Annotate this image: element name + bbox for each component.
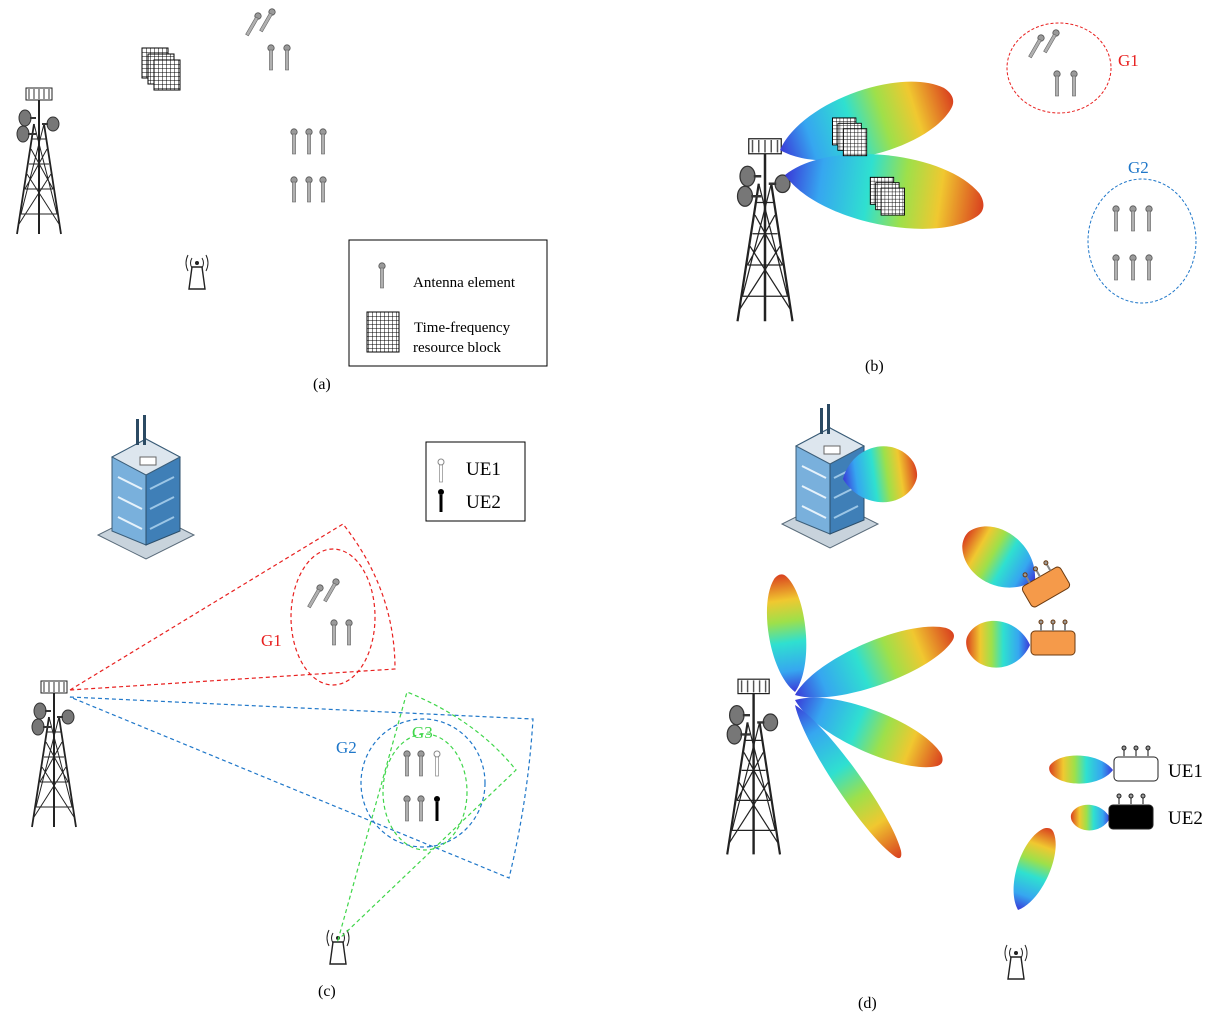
group-g2: G2 (1087, 158, 1197, 304)
resource-block-legend-icon (366, 311, 400, 353)
tower-beam-lobes (760, 572, 962, 865)
legend-a: Antenna element Time-frequency resource … (348, 239, 548, 367)
small-cell-icon (185, 254, 209, 290)
ue1-device: UE1 (1049, 745, 1203, 784)
base-station-tower-icon (16, 87, 62, 235)
ue1-phone-icon (1113, 745, 1159, 782)
ue1-label: UE1 (1168, 761, 1203, 782)
base-station-tower-icon (726, 678, 782, 856)
legend-ue2-label: UE2 (466, 492, 501, 513)
ue2-phone-icon (1108, 793, 1154, 830)
ue2-antenna-icon (439, 495, 443, 512)
building-icon (97, 414, 195, 560)
g1-label: G1 (261, 631, 282, 650)
group-g1-sector: G1 (69, 523, 396, 691)
antenna-element-label: Antenna element (413, 275, 516, 291)
resource-block-lower-icon (869, 176, 905, 216)
resource-block-label-1: Time-frequency (414, 320, 511, 336)
antenna-group-bottom (290, 128, 327, 203)
caption-c: (c) (318, 983, 336, 1000)
ue2-device: UE2 (1070, 793, 1203, 831)
phone-icon (1030, 619, 1076, 656)
group-g1: G1 (1006, 22, 1139, 114)
ue2-label: UE2 (1168, 808, 1203, 829)
panel-a: Antenna element Time-frequency resource … (16, 7, 548, 393)
small-cell-icon (326, 929, 350, 965)
base-station-tower-icon (736, 137, 794, 323)
ue1-antenna-icon (439, 464, 443, 483)
panel-b: G1 G2 (b) (736, 22, 1197, 375)
base-station-tower-icon (31, 680, 77, 828)
caption-b: (b) (865, 358, 884, 375)
small-cell-icon (1004, 944, 1028, 980)
g1-label: G1 (1118, 51, 1139, 70)
small-cell-d (1003, 822, 1064, 980)
caption-d: (d) (858, 995, 877, 1012)
orange-ue-lower (966, 619, 1076, 668)
g3-label: G3 (412, 723, 433, 742)
panel-c: UE1 UE2 G1 G2 G3 (31, 414, 534, 1000)
legend-ue1-label: UE1 (466, 459, 501, 480)
orange-ue-upper (950, 514, 1073, 610)
caption-a: (a) (313, 376, 331, 393)
resource-block-stack-icon (141, 47, 181, 91)
legend-c: UE1 UE2 (425, 441, 526, 522)
group-g2-sector: G2 (69, 696, 534, 879)
ue-antenna-array-c (403, 750, 441, 822)
resource-block-upper-icon (832, 117, 868, 157)
g2-label: G2 (1128, 158, 1149, 177)
antenna-group-top (243, 7, 291, 71)
panel-d: UE1 UE2 (d) (726, 403, 1203, 1012)
group-g3-sector: G3 (336, 691, 517, 942)
resource-block-label-2: resource block (413, 340, 501, 356)
g2-label: G2 (336, 738, 357, 757)
